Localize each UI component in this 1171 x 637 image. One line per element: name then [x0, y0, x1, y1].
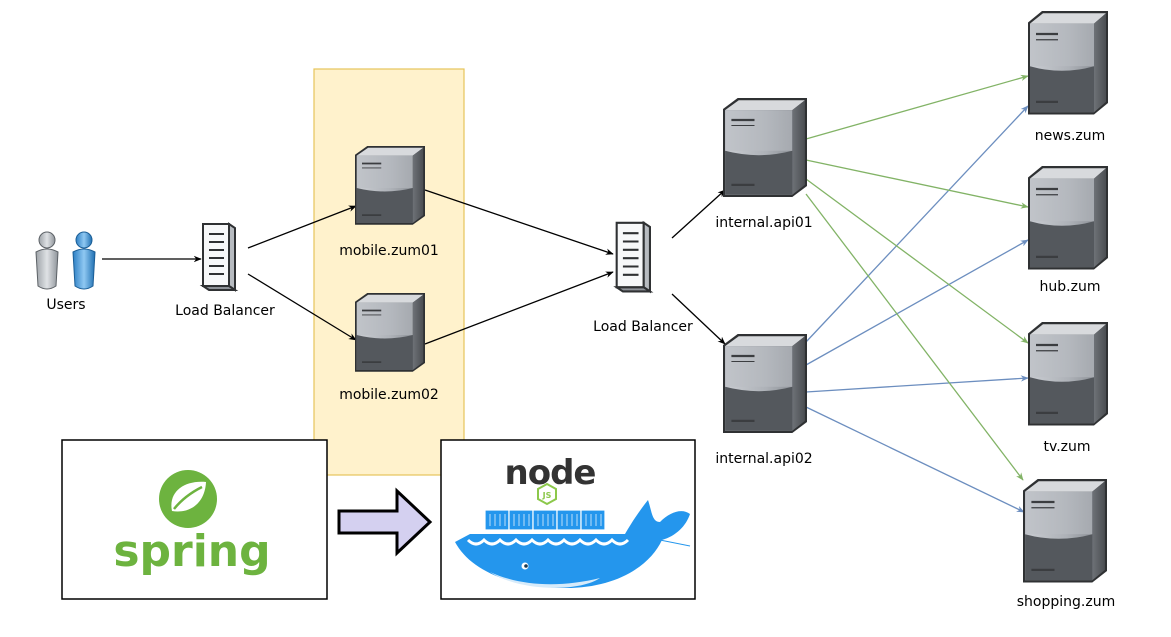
server-shopping-icon	[1021, 477, 1109, 584]
spring-leaf-icon	[159, 470, 217, 528]
load-balancer-2-label: Load Balancer	[593, 319, 693, 335]
docker-whale-icon	[455, 500, 691, 588]
mobile-2-label: mobile.zum02	[339, 387, 439, 403]
server-tv-icon	[1026, 320, 1110, 427]
edge-internal2-hub	[805, 239, 1029, 366]
shopping-label: shopping.zum	[1017, 594, 1115, 610]
container-highlight	[313, 68, 465, 476]
nodejs-hex-icon: JS	[537, 482, 557, 506]
edge-internal2-news	[805, 105, 1029, 343]
internal-2-label: internal.api02	[715, 451, 812, 467]
node-logo-text: node	[505, 453, 596, 493]
load-balancer-1-icon	[202, 223, 236, 291]
edge-internal1-tv	[805, 178, 1029, 344]
js-badge-text: JS	[542, 491, 552, 500]
edge-internal1-hub	[805, 159, 1029, 209]
hub-label: hub.zum	[1040, 279, 1101, 295]
migration-arrow-icon	[337, 487, 433, 557]
spring-logo-text: spring	[113, 526, 270, 577]
users-label: Users	[46, 297, 85, 313]
edge-internal1-shopping	[805, 193, 1024, 481]
edge-mobile1-lb2	[424, 189, 614, 255]
server-mobile-1-icon	[354, 145, 426, 226]
server-internal-1-icon	[721, 96, 809, 199]
server-news-icon	[1026, 9, 1110, 116]
users-icon	[35, 231, 96, 290]
mobile-1-label: mobile.zum01	[339, 243, 439, 259]
server-mobile-2-icon	[354, 292, 426, 373]
tv-label: tv.zum	[1044, 439, 1091, 455]
load-balancer-1-label: Load Balancer	[175, 303, 275, 319]
edge-internal1-news	[805, 74, 1029, 140]
edge-lb1-mobile2	[247, 273, 357, 341]
edge-lb2-internal2	[671, 293, 726, 345]
edge-mobile2-lb2	[424, 271, 614, 345]
edge-internal2-tv	[805, 375, 1029, 393]
news-label: news.zum	[1035, 128, 1106, 144]
edge-internal2-shopping	[805, 406, 1025, 513]
server-hub-icon	[1026, 164, 1110, 271]
server-internal-2-icon	[721, 332, 809, 435]
edges-black	[102, 189, 726, 345]
load-balancer-2-icon	[615, 221, 651, 293]
edge-lb2-internal1	[671, 189, 726, 239]
edges-blue	[805, 105, 1029, 513]
edge-lb1-mobile1	[247, 205, 357, 249]
internal-1-label: internal.api01	[715, 215, 812, 231]
edges-green	[805, 74, 1029, 481]
